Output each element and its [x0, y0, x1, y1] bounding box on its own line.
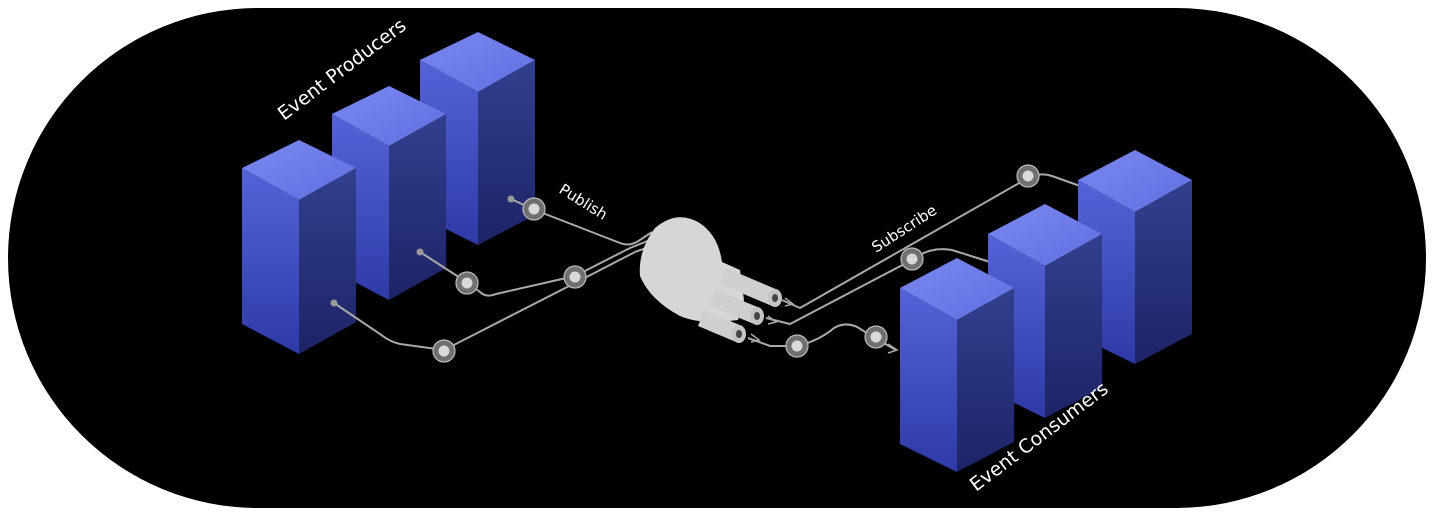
- consumer-server-1: [900, 258, 1014, 472]
- producers-group: [242, 32, 535, 354]
- consumer-server-2: [988, 204, 1102, 418]
- event-node: [900, 247, 924, 271]
- event-broker: [639, 217, 782, 343]
- event-node: [563, 265, 587, 289]
- producer-server-1: [242, 140, 356, 354]
- broker-outlet-pipes: [698, 268, 782, 343]
- subscribe-nodes: [785, 164, 1040, 358]
- publish-nodes: [432, 197, 587, 363]
- event-node: [785, 334, 809, 358]
- producer-server-2: [332, 86, 446, 300]
- event-node: [1016, 164, 1040, 188]
- event-node: [432, 339, 456, 363]
- event-node: [522, 197, 546, 221]
- event-node: [864, 325, 888, 349]
- event-node: [455, 271, 479, 295]
- consumers-group: [900, 150, 1192, 472]
